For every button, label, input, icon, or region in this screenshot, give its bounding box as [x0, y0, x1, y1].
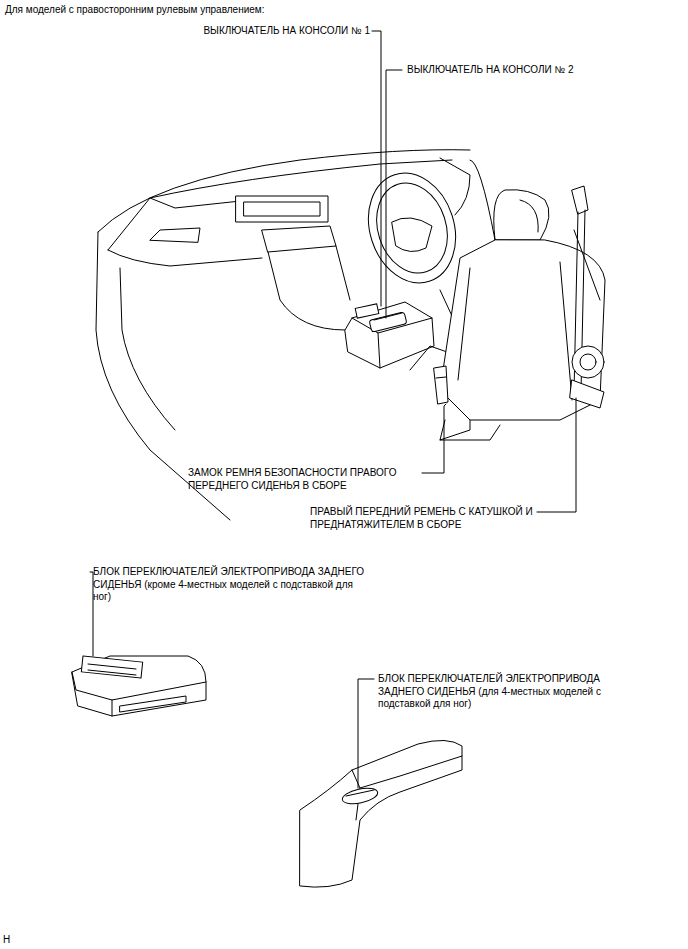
diagram-title: Для моделей с правосторонним рулевым упр… [5, 4, 264, 17]
leader-line [358, 679, 374, 788]
leader-line [90, 572, 93, 656]
part-label: ПРАВЫЙ ПЕРЕДНИЙ РЕМЕНЬ С КАТУШКОЙ И ПРЕД… [310, 506, 568, 531]
leader-line [422, 404, 446, 473]
part-label: ВЫКЛЮЧАТЕЛЬ НА КОНСОЛИ № 1 [203, 25, 370, 38]
part-label: ВЫКЛЮЧАТЕЛЬ НА КОНСОЛИ № 2 [407, 64, 574, 77]
part-label: БЛОК ПЕРЕКЛЮЧАТЕЛЕЙ ЭЛЕКТРОПРИВОДА ЗАДНЕ… [378, 673, 623, 711]
leader-line [372, 31, 381, 306]
leader-line [386, 70, 402, 318]
part-label: ЗАМОК РЕМНЯ БЕЗОПАСНОСТИ ПРАВОГО ПЕРЕДНЕ… [188, 467, 426, 492]
leader-line [537, 398, 576, 512]
part-label: H [3, 934, 10, 947]
part-label: БЛОК ПЕРЕКЛЮЧАТЕЛЕЙ ЭЛЕКТРОПРИВОДА ЗАДНЕ… [93, 566, 365, 604]
